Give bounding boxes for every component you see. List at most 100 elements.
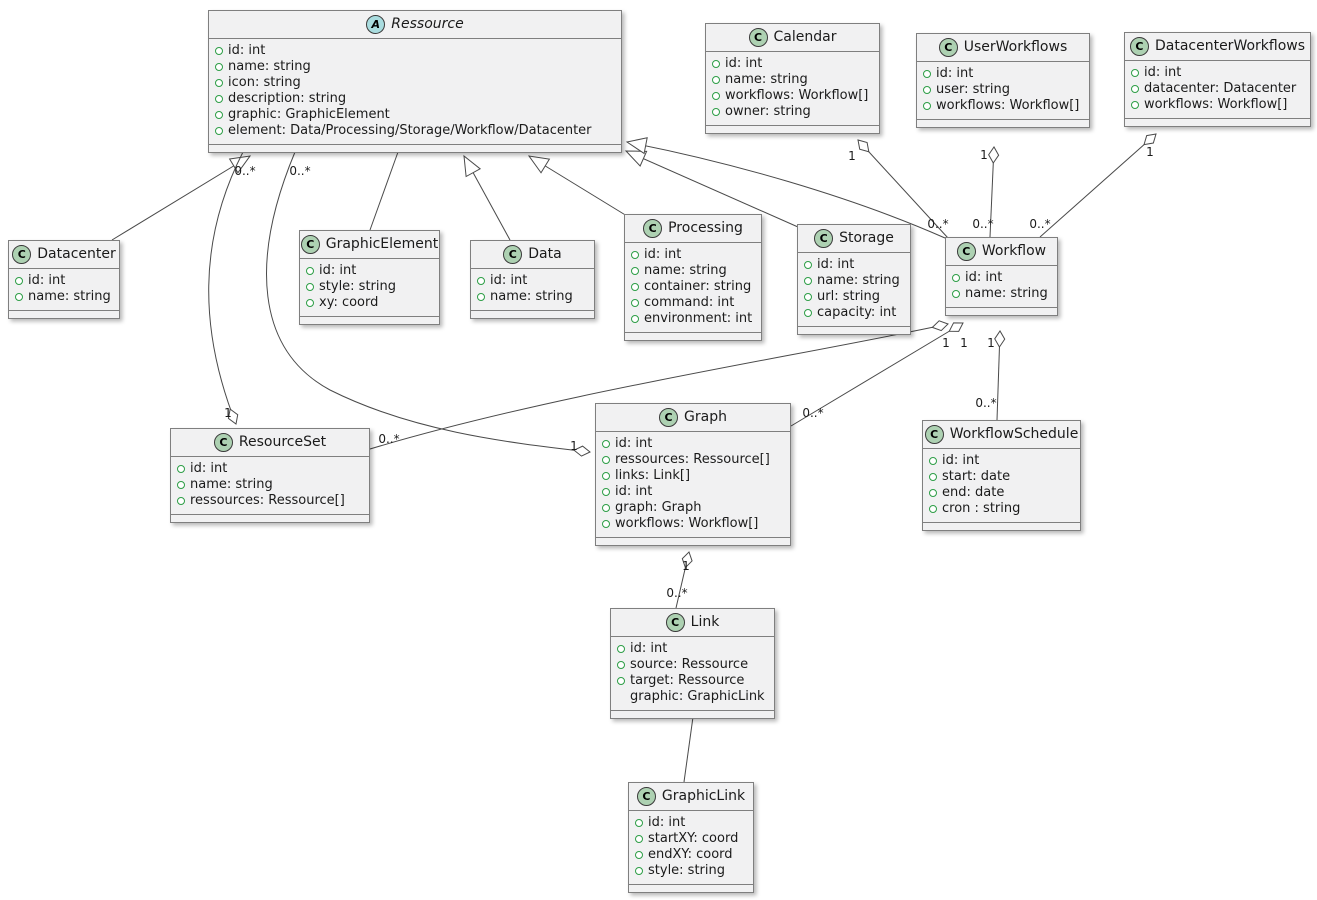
field-visibility-icon — [15, 277, 23, 285]
attribute-row: id: int — [929, 453, 1073, 469]
attribute-row: workflows: Workflow[] — [602, 516, 783, 532]
class-name: DatacenterWorkflows — [1154, 38, 1306, 54]
multiplicity-label: 0..* — [972, 217, 993, 231]
methods-compartment-empty — [1125, 118, 1310, 126]
class-stereotype-icon: C — [748, 27, 768, 47]
field-visibility-icon — [952, 290, 960, 298]
field-visibility-icon — [712, 92, 720, 100]
methods-compartment-empty — [923, 522, 1080, 530]
class-name: ResourceSet — [238, 434, 327, 450]
attribute-text: url: string — [817, 289, 881, 304]
field-visibility-icon — [929, 489, 937, 497]
attribute-row: capacity: int — [804, 305, 903, 321]
field-visibility-icon — [631, 299, 639, 307]
edge-storage-extends-ressource — [624, 150, 799, 228]
methods-compartment-empty — [798, 326, 910, 334]
field-visibility-icon — [923, 86, 931, 94]
attribute-text: id: int — [817, 257, 855, 272]
attribute-text: id: int — [615, 484, 653, 499]
attribute-text: command: int — [644, 295, 735, 310]
attribute-row: source: Ressource — [617, 657, 767, 673]
attribute-row: datacenter: Datacenter — [1131, 81, 1303, 97]
attribute-row: style: string — [306, 279, 432, 295]
attribute-text: id: int — [648, 815, 686, 830]
methods-compartment-empty — [471, 310, 594, 318]
attribute-row: id: int — [602, 484, 783, 500]
attribute-row: owner: string — [712, 104, 872, 120]
attribute-row: description: string — [215, 91, 614, 107]
class-stereotype-icon: C — [636, 786, 656, 806]
class-name: Ressource — [391, 16, 464, 32]
edge-calendar-aggregates-workflow — [857, 139, 949, 239]
edge-workflow-aggregates-resourceset — [369, 320, 949, 450]
attribute-row: id: int — [712, 56, 872, 72]
attribute-text: name: string — [28, 289, 111, 304]
attribute-text: description: string — [228, 91, 347, 106]
field-visibility-icon — [602, 472, 610, 480]
attribute-text: name: string — [228, 59, 311, 74]
attribute-row: target: Ressource — [617, 673, 767, 689]
attribute-text: element: Data/Processing/Storage/Workflo… — [228, 123, 592, 138]
attribute-row: name: string — [712, 72, 872, 88]
methods-compartment-empty — [300, 316, 439, 324]
field-visibility-icon — [477, 293, 485, 301]
attribute-row: graph: Graph — [602, 500, 783, 516]
attribute-text: workflows: Workflow[] — [615, 516, 759, 531]
field-visibility-icon — [215, 79, 223, 87]
class-name: UserWorkflows — [963, 39, 1068, 55]
field-visibility-icon — [923, 102, 931, 110]
class-stereotype-icon: C — [956, 241, 976, 261]
attribute-text: user: string — [936, 82, 1010, 97]
attribute-text: id: int — [965, 270, 1003, 285]
attribute-row: container: string — [631, 279, 754, 295]
class-stereotype-icon: C — [12, 244, 32, 264]
class-name: Graph — [684, 409, 727, 425]
field-visibility-icon — [1131, 69, 1139, 77]
attribute-row: name: string — [15, 289, 112, 305]
attribute-text: id: int — [644, 247, 682, 262]
attribute-text: environment: int — [644, 311, 753, 326]
edge-workflow-extends-ressource — [625, 137, 946, 239]
attribute-text: icon: string — [228, 75, 301, 90]
class-name: Processing — [668, 220, 743, 236]
attribute-text: name: string — [725, 72, 808, 87]
field-visibility-icon — [804, 309, 812, 317]
multiplicity-label: 0..* — [975, 396, 996, 410]
field-visibility-icon — [631, 283, 639, 291]
field-visibility-icon — [712, 108, 720, 116]
attribute-row: id: int — [923, 66, 1082, 82]
attribute-text: graphic: GraphicLink — [630, 689, 765, 704]
field-visibility-icon — [929, 505, 937, 513]
attribute-row: ressources: Ressource[] — [177, 493, 362, 509]
edge-datacenterworkflows-aggregates-workflow — [1039, 133, 1157, 238]
class-stereotype-icon: C — [665, 612, 685, 632]
field-visibility-icon — [177, 481, 185, 489]
attribute-row: id: int — [1131, 65, 1303, 81]
attribute-text: endXY: coord — [648, 847, 733, 862]
field-visibility-icon — [306, 299, 314, 307]
edge-workflow-aggregates-workflowschedule — [994, 330, 1006, 421]
attribute-row: ressources: Ressource[] — [602, 452, 783, 468]
field-visibility-icon — [952, 274, 960, 282]
class-name: GraphicLink — [661, 788, 746, 804]
multiplicity-label: 1 — [987, 336, 995, 350]
field-visibility-icon — [602, 456, 610, 464]
field-visibility-icon — [1131, 101, 1139, 109]
field-visibility-icon — [804, 293, 812, 301]
field-visibility-icon — [631, 267, 639, 275]
